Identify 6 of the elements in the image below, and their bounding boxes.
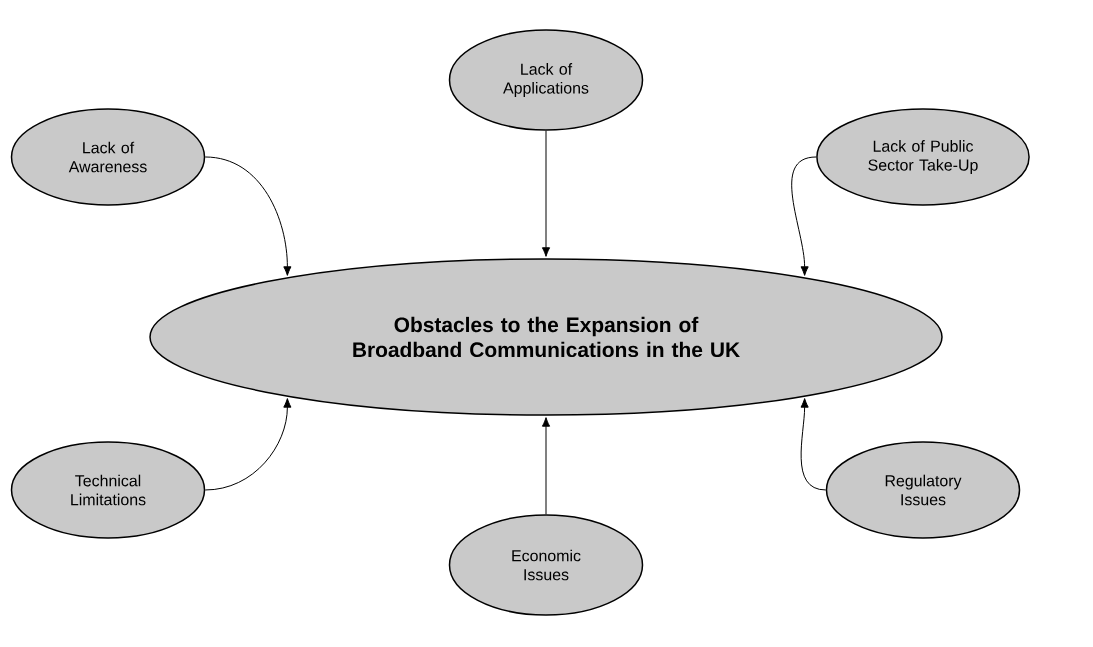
arrow — [791, 156, 817, 276]
arrow — [204, 156, 292, 276]
arrow — [800, 398, 827, 491]
arrow — [204, 398, 292, 491]
arrow — [541, 130, 551, 257]
arrow — [541, 417, 551, 515]
